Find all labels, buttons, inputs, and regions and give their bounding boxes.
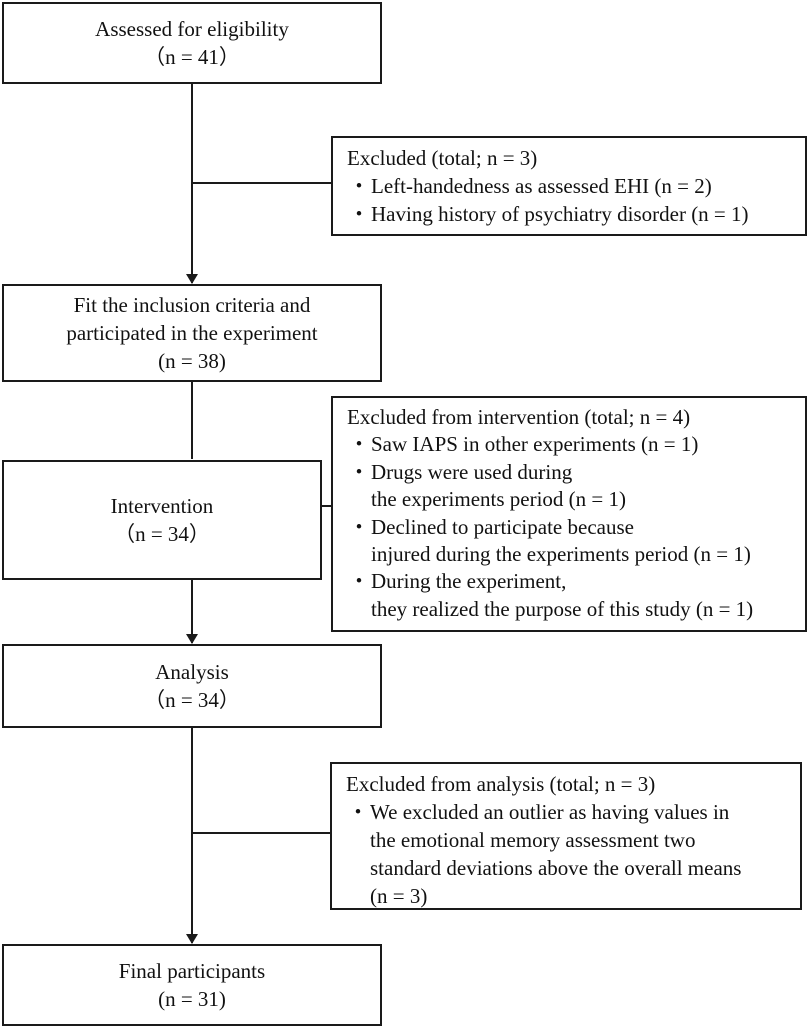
excluded-2-item: ・During the experiment, [347, 568, 805, 595]
excluded-1-item: ・Having history of psychiatry disorder (… [347, 200, 805, 228]
fit-count: (n = 38) [158, 349, 226, 373]
intervention-box: Intervention （n = 34） [2, 460, 322, 580]
excluded-1-item: ・Left-handedness as assessed EHI (n = 2) [347, 172, 805, 200]
excluded-2-item-text: Drugs were used during [371, 459, 573, 484]
final-participants-box: Final participants (n = 31) [2, 944, 382, 1026]
intervention-title: Intervention [110, 494, 214, 518]
bullet-glyph: ・ [348, 514, 370, 539]
excluded-1-item-text: Having history of psychiatry disorder (n… [371, 202, 749, 226]
fit-line-1: Fit the inclusion criteria and [73, 293, 311, 317]
excluded-3-item-continuation: (n = 3) [370, 884, 428, 908]
excluded-box-2: Excluded from intervention (total; n = 4… [331, 396, 807, 632]
analysis-title: Analysis [155, 660, 229, 684]
excluded-3-item-continuation: the emotional memory assessment two [370, 828, 696, 852]
excluded-box-3: Excluded from analysis (total; n = 3) ・W… [330, 762, 802, 910]
excluded-2-item: ・Declined to participate because [347, 514, 805, 541]
excluded-2-item-continuation: the experiments period (n = 1) [371, 487, 627, 512]
bullet-glyph: ・ [348, 202, 370, 226]
excluded-3-item: ・We excluded an outlier as having values… [346, 798, 800, 826]
bullet-glyph: ・ [347, 800, 369, 824]
excluded-2-item: ・Saw IAPS in other experiments (n = 1) [347, 431, 805, 458]
fit-line-2: participated in the experiment [66, 321, 318, 345]
bullet-glyph: ・ [348, 432, 370, 457]
fit-criteria-box: Fit the inclusion criteria and participa… [2, 284, 382, 382]
assessed-box: Assessed for eligibility （n = 41） [2, 2, 382, 84]
excluded-2-item-text: Saw IAPS in other experiments (n = 1) [371, 432, 699, 457]
excluded-2-item-text: During the experiment, [371, 569, 567, 594]
assessed-title: Assessed for eligibility [95, 17, 289, 41]
intervention-count: （n = 34） [114, 522, 210, 546]
excluded-2-item-text: Declined to participate because [371, 514, 634, 539]
excluded-2-item: ・Drugs were used during [347, 459, 805, 486]
bullet-glyph: ・ [348, 459, 370, 484]
excluded-box-1: Excluded (total; n = 3) ・Left-handedness… [331, 136, 807, 236]
final-count: (n = 31) [158, 987, 226, 1011]
excluded-2-item-continuation: they realized the purpose of this study … [371, 596, 754, 621]
assessed-count: （n = 41） [144, 45, 240, 69]
excluded-1-item-text: Left-handedness as assessed EHI (n = 2) [371, 174, 712, 198]
excluded-2-title: Excluded from intervention (total; n = 4… [347, 405, 691, 429]
excluded-3-title: Excluded from analysis (total; n = 3) [346, 772, 656, 796]
bullet-glyph: ・ [348, 174, 370, 198]
excluded-1-title: Excluded (total; n = 3) [347, 146, 538, 170]
excluded-2-item-continuation: injured during the experiments period (n… [371, 542, 751, 567]
analysis-count: （n = 34） [144, 688, 240, 712]
bullet-glyph: ・ [348, 569, 370, 594]
excluded-3-item-text: We excluded an outlier as having values … [370, 800, 730, 824]
analysis-box: Analysis （n = 34） [2, 644, 382, 728]
excluded-3-item-continuation: standard deviations above the overall me… [370, 856, 742, 880]
final-title: Final participants [118, 959, 266, 983]
